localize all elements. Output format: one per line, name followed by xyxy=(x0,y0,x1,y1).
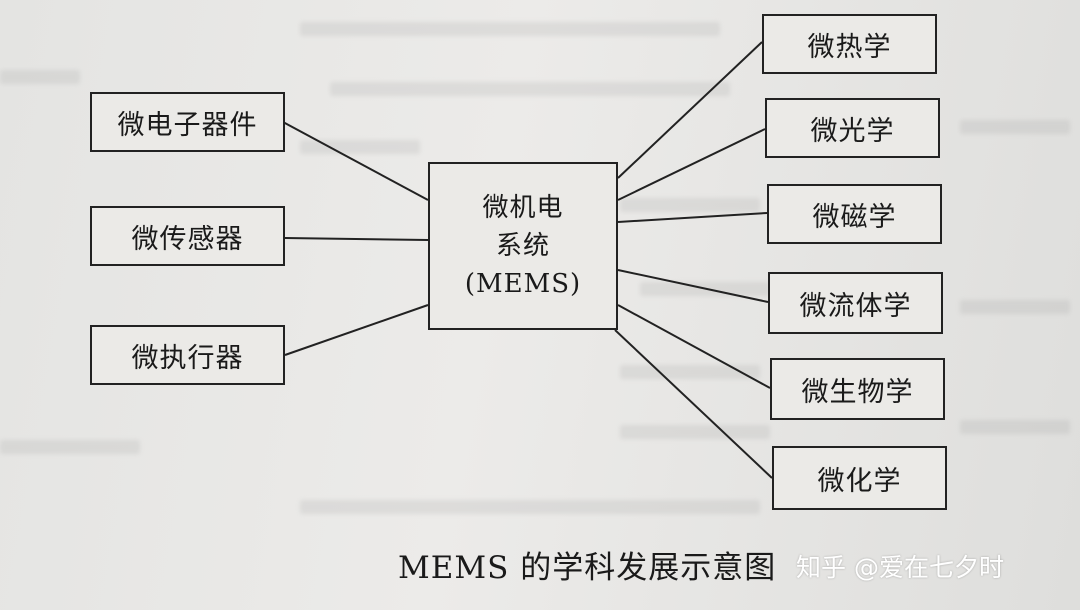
box-microactuators: 微执行器 xyxy=(90,325,285,385)
figure-caption: MEMS 的学科发展示意图 xyxy=(398,550,777,586)
link-center-left-3 xyxy=(284,304,429,356)
box-micro-optics: 微光学 xyxy=(765,98,940,158)
watermark: 知乎 @爱在七夕时 xyxy=(796,553,1004,582)
box-microsensors: 微传感器 xyxy=(90,206,285,266)
box-label: 微光学 xyxy=(810,115,895,147)
link-center-right-2 xyxy=(617,128,766,201)
link-center-right-6 xyxy=(614,329,773,479)
box-label: 微流体学 xyxy=(799,290,912,322)
link-center-left-2 xyxy=(284,237,429,241)
link-center-right-5 xyxy=(617,304,771,389)
box-mems-center: 微机电 系统 (MEMS) xyxy=(428,162,618,330)
box-micro-biology: 微生物学 xyxy=(770,358,945,420)
box-micro-thermal: 微热学 xyxy=(762,14,937,74)
link-center-right-4 xyxy=(617,269,769,303)
box-label: 微传感器 xyxy=(131,223,244,255)
link-center-right-3 xyxy=(617,212,768,223)
box-label: 微化学 xyxy=(817,465,902,497)
box-label: 微电子器件 xyxy=(117,109,258,141)
center-line-2: 系统 xyxy=(495,231,550,261)
link-center-right-1 xyxy=(617,41,763,179)
box-label: 微执行器 xyxy=(131,342,244,374)
box-microfluidics: 微流体学 xyxy=(768,272,943,334)
center-line-1: 微机电 xyxy=(482,193,564,223)
box-micro-chemistry: 微化学 xyxy=(772,446,947,510)
link-center-left-1 xyxy=(282,121,429,201)
box-label: 微热学 xyxy=(807,31,892,63)
box-micro-magnetics: 微磁学 xyxy=(767,184,942,244)
box-label: 微磁学 xyxy=(812,201,897,233)
box-label: 微生物学 xyxy=(801,376,914,408)
center-line-3: (MEMS) xyxy=(464,269,582,299)
box-microelectronic-devices: 微电子器件 xyxy=(90,92,285,152)
